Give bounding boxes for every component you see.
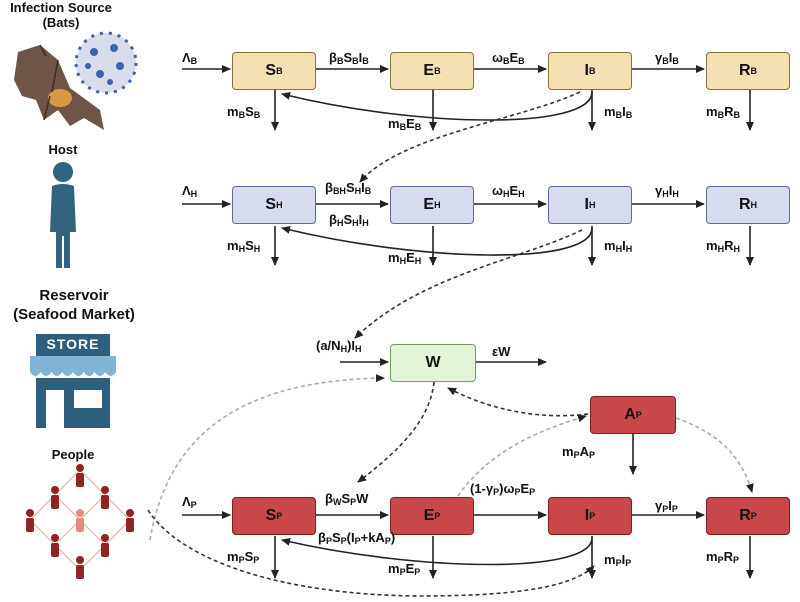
compartment-rh-label: R — [738, 196, 751, 213]
compartment-sb-sub: B — [276, 66, 283, 76]
compartment-rp-sub: P — [750, 511, 757, 521]
compartment-ap-label: A — [624, 406, 636, 423]
compartment-ib-sub: B — [588, 66, 596, 76]
compartment-ip-label: I — [584, 507, 590, 524]
ep-to-ap-dashed — [457, 414, 587, 497]
rate-omega-p: (1-γP)ωPEP — [470, 481, 536, 497]
people-row-arrows — [182, 434, 754, 579]
reservoir-title-line1: Reservoir — [39, 287, 109, 304]
people-to-water-dashed — [149, 374, 385, 541]
reservoir-section-title: Reservoir (Seafood Market) — [0, 286, 148, 324]
rate-m-sp: mPSP — [227, 549, 260, 565]
compartment-sh-label: S — [265, 196, 277, 213]
bat-to-host-dashed — [359, 91, 581, 183]
compartment-eb-label: E — [423, 62, 435, 79]
compartment-eb-sub: B — [434, 66, 441, 76]
rate-m-rb: mBRB — [706, 104, 740, 120]
water-to-sp-dashed — [357, 381, 435, 483]
rate-gamma-h: γHIH — [655, 183, 679, 199]
rate-lambda-h: ΛH — [182, 183, 198, 199]
host-row-arrows — [182, 200, 754, 266]
compartment-eh-sub: H — [434, 200, 441, 210]
host-person-icon — [50, 162, 76, 268]
rate-m-ib: mBIB — [604, 104, 633, 120]
compartment-rb-label: R — [738, 62, 751, 79]
compartment-rh-sub: H — [750, 200, 758, 210]
bats-title-line1: Infection Source — [10, 0, 112, 15]
bats-section-title: Infection Source (Bats) — [0, 0, 122, 30]
compartment-ih-sub: H — [588, 200, 596, 210]
rate-m-sh: mHSH — [227, 238, 261, 254]
bats-title-line2: (Bats) — [42, 15, 80, 30]
people-to-ip-dashed — [147, 509, 595, 597]
compartment-ib-label: I — [584, 62, 589, 79]
compartment-sb-label: S — [265, 62, 277, 79]
rate-m-ip: mPIP — [604, 552, 632, 568]
rate-m-eh: mHEH — [388, 250, 422, 266]
compartment-ih-label: I — [584, 196, 589, 213]
rate-m-rp: mPRP — [706, 549, 739, 565]
compartment-sh-sub: H — [276, 200, 283, 210]
rate-m-sb: mBSB — [227, 104, 261, 120]
compartment-w: W — [390, 344, 476, 382]
rate-beta-p: βPSP(IP+kAP) — [318, 530, 396, 546]
compartment-sp-label: S — [265, 507, 277, 524]
store-sign: STORE — [46, 336, 100, 352]
ap-to-water-dashed — [447, 387, 589, 417]
ap-to-rp-dashed — [675, 417, 754, 493]
compartment-eh-label: E — [423, 196, 435, 213]
rate-m-eb: mBEB — [388, 116, 422, 132]
rate-m-rh: mHRH — [706, 238, 740, 254]
compartment-ap-sub: P — [635, 410, 642, 420]
rate-m-ih: mHIH — [604, 238, 633, 254]
compartment-w-label: W — [425, 354, 441, 371]
host-to-water-dashed — [354, 229, 583, 339]
compartment-sp-sub: P — [276, 511, 283, 521]
rate-m-ep: mPEP — [388, 561, 421, 577]
host-section-title: Host — [48, 142, 78, 157]
rate-beta-bh: βBHSHIB — [325, 180, 372, 196]
rate-gamma-p: γPIP — [655, 498, 678, 514]
reservoir-title-line2: (Seafood Market) — [13, 306, 135, 323]
compartment-rp-label: R — [739, 507, 751, 524]
rate-decay: εW — [492, 344, 511, 359]
compartment-ep-label: E — [423, 507, 435, 524]
rate-omega-b: ωBEB — [492, 50, 525, 66]
compartment-rb-sub: B — [750, 66, 758, 76]
compartment-ip-sub: P — [589, 511, 596, 521]
virus-icon — [74, 31, 138, 95]
rate-lambda-p: ΛP — [182, 494, 197, 510]
bat-row-arrows — [182, 65, 754, 131]
rate-omega-h: ωHEH — [492, 183, 525, 199]
rate-shedding: (a/NH)IH — [316, 338, 362, 354]
rate-beta-w: βWSPW — [325, 491, 369, 507]
compartment-ep-sub: P — [434, 511, 441, 521]
store-icon — [30, 334, 116, 428]
rate-m-ap: mPAP — [562, 444, 595, 460]
bat-icon — [14, 44, 104, 130]
rate-lambda-b: ΛB — [182, 50, 198, 66]
rate-gamma-b: γBIB — [655, 50, 679, 66]
people-section-title: People — [51, 447, 95, 462]
people-figures — [26, 464, 134, 579]
rate-beta-b: βBSBIB — [329, 50, 369, 66]
rate-beta-h: βHSHIH — [329, 212, 369, 228]
